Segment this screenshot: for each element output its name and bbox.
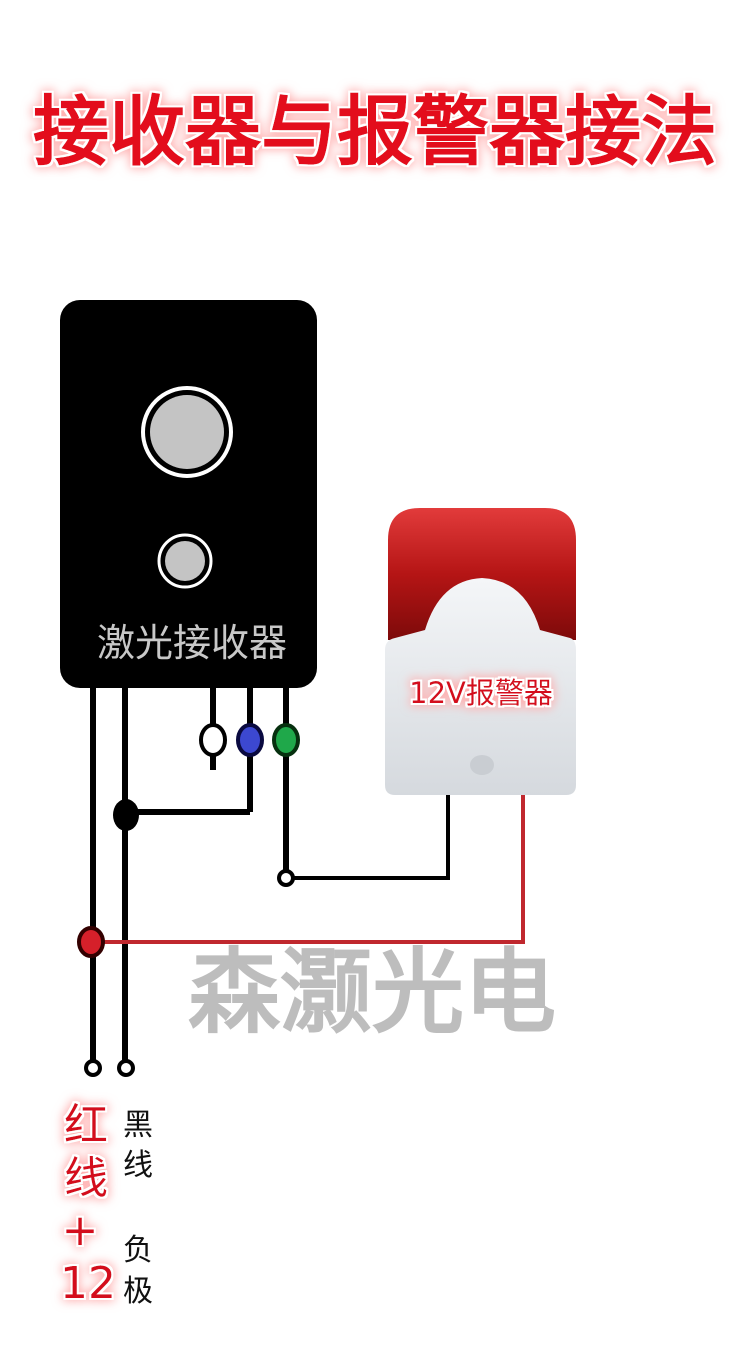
blue-terminal bbox=[236, 723, 264, 757]
black-junction bbox=[113, 799, 139, 831]
red-junction bbox=[77, 926, 105, 958]
red-wire-terminal bbox=[84, 1059, 102, 1077]
red-label-char: 红 bbox=[64, 1100, 108, 1151]
wires bbox=[90, 688, 525, 1060]
red-label-char: + bbox=[62, 1205, 99, 1256]
alarm-label: 12V报警器 bbox=[409, 676, 553, 710]
laser-receiver: 激光接收器 bbox=[60, 300, 317, 688]
red-wire-label: 红 线 + 12 bbox=[60, 1100, 116, 1309]
watermark: 森灏光电 bbox=[188, 939, 556, 1046]
alarm-hole bbox=[470, 755, 494, 775]
black-wire-terminal bbox=[117, 1059, 135, 1077]
black-label-char: 线 bbox=[123, 1148, 153, 1183]
black-label-char: 极 bbox=[123, 1274, 153, 1309]
red-label-char: 12 bbox=[60, 1258, 116, 1309]
white-terminal bbox=[199, 723, 227, 757]
alarm-siren: 12V报警器 bbox=[385, 508, 576, 795]
black-label-char: 负 bbox=[123, 1233, 153, 1268]
green-terminal bbox=[272, 723, 300, 757]
black-wire-label: 黑 线 负 极 bbox=[123, 1108, 153, 1309]
red-label-char: 线 bbox=[64, 1153, 108, 1204]
page-title: 接收器与报警器接法 bbox=[33, 87, 717, 176]
black-label-char: 黑 bbox=[123, 1108, 153, 1143]
large-lens-icon bbox=[141, 386, 233, 478]
junction-point bbox=[277, 869, 295, 887]
receiver-label: 激光接收器 bbox=[97, 621, 287, 665]
small-lens-icon bbox=[157, 533, 213, 589]
